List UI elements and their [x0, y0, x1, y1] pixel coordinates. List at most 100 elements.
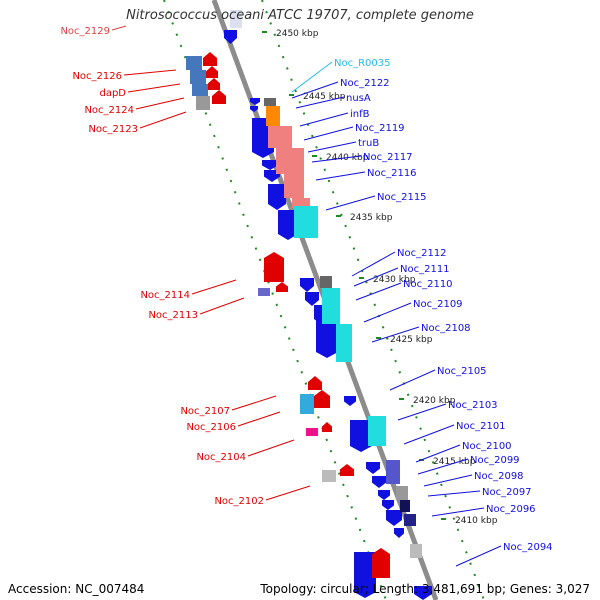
right-gene-label: Noc_2098: [474, 471, 524, 482]
cog-block: [196, 96, 210, 110]
label-leader: [363, 302, 412, 323]
gene-features: [186, 10, 432, 600]
left-gene-label: Noc_2102: [214, 496, 264, 507]
label-leader: [295, 96, 345, 109]
right-gene-label: infB: [350, 109, 370, 120]
label-leader: [415, 444, 461, 463]
right-gene-label: Noc_R0035: [334, 58, 391, 69]
label-leader: [139, 111, 187, 129]
reverse-gene-arrow: [250, 98, 260, 105]
label-leader: [427, 490, 481, 497]
cog-block: [368, 416, 386, 446]
reverse-gene-arrow: [394, 528, 404, 538]
reverse-gene-arrow: [250, 106, 258, 112]
cog-block: [230, 10, 242, 28]
forward-gene-arrow: [308, 376, 322, 390]
right-gene-label: Noc_2105: [437, 366, 487, 377]
cog-block: [266, 106, 280, 126]
label-leader: [299, 112, 349, 127]
label-leader: [371, 326, 420, 343]
label-leader: [135, 97, 185, 110]
right-gene-label: truB: [358, 138, 379, 149]
left-gene-label: dapD: [99, 88, 126, 99]
right-gene-label: nusA: [346, 93, 371, 104]
label-leader-lines: [111, 25, 502, 567]
reverse-gene-arrow: [382, 500, 394, 510]
right-gene-label: Noc_2096: [486, 504, 536, 515]
left-gene-label: Noc_2124: [84, 105, 134, 116]
map-title: Nitrosococcus oceani ATCC 19707, complet…: [126, 8, 474, 23]
right-gene-label: Noc_2116: [367, 168, 417, 179]
label-leader: [291, 61, 333, 93]
forward-gene-arrow: [340, 464, 354, 476]
left-gene-label: Noc_2106: [186, 422, 236, 433]
label-leader: [423, 474, 473, 487]
left-gene-label: Noc_2107: [180, 406, 230, 417]
label-leader: [265, 485, 311, 501]
left-gene-label: Noc_2114: [140, 290, 190, 301]
label-leader: [231, 395, 277, 411]
cog-block: [396, 486, 408, 500]
right-gene-label: Noc_2097: [482, 487, 532, 498]
cog-block: [258, 288, 270, 296]
right-gene-label: Noc_2122: [340, 78, 390, 89]
label-leader: [123, 69, 177, 76]
reverse-gene-arrow: [366, 462, 380, 474]
cog-block: [264, 98, 276, 106]
scale-label: 2445 kbp: [303, 92, 346, 102]
right-gene-label: Noc_2103: [448, 400, 498, 411]
cog-block: [306, 428, 318, 436]
cog-block: [292, 198, 310, 208]
right-gene-label: Noc_2119: [355, 123, 405, 134]
forward-gene-arrow: [264, 252, 284, 282]
scale-label: 2425 kbp: [390, 335, 433, 345]
right-gene-label: Noc_2101: [456, 421, 506, 432]
label-leader: [325, 195, 376, 211]
left-gene-label: Noc_2113: [148, 310, 198, 321]
label-leader: [247, 439, 295, 457]
label-leader: [303, 126, 354, 141]
label-leader: [127, 83, 181, 93]
reverse-gene-arrow: [224, 30, 237, 44]
label-leader: [111, 25, 127, 31]
right-gene-label: Noc_2112: [397, 248, 447, 259]
forward-gene-arrow: [212, 90, 226, 104]
cog-block: [300, 394, 314, 414]
cog-block: [410, 544, 422, 558]
label-leader: [355, 282, 402, 301]
reverse-gene-arrow: [350, 420, 372, 452]
label-leader: [417, 458, 469, 475]
right-gene-label: Noc_2099: [470, 455, 520, 466]
label-leader: [307, 141, 357, 153]
left-gene-label: Noc_2126: [72, 71, 122, 82]
reverse-gene-arrow: [300, 278, 314, 292]
label-leader: [311, 155, 362, 163]
scale-label: 2415 kbp: [433, 457, 476, 467]
right-gene-label: Noc_2111: [400, 264, 450, 275]
right-gene-label: Noc_2117: [363, 152, 413, 163]
left-gene-label: Noc_2129: [60, 26, 110, 37]
reverse-gene-arrow: [354, 552, 376, 598]
label-leader: [191, 279, 237, 295]
right-gene-label: Noc_2100: [462, 441, 512, 452]
forward-gene-arrow: [314, 390, 330, 408]
topology-text: Topology: circular; Length: 3,481,691 bp…: [260, 582, 590, 596]
cog-block: [186, 56, 202, 70]
right-gene-label: Noc_2110: [403, 279, 453, 290]
reverse-gene-arrow: [378, 490, 390, 500]
reverse-gene-arrow: [262, 160, 278, 170]
label-leader: [397, 403, 447, 421]
forward-gene-arrow: [322, 422, 332, 432]
cog-block: [400, 500, 410, 512]
scale-label: 2420 kbp: [413, 396, 456, 406]
right-gene-label: Noc_2108: [421, 323, 471, 334]
scale-label: 2435 kbp: [350, 213, 393, 223]
right-gene-label: Noc_2115: [377, 192, 427, 203]
label-leader: [291, 81, 339, 99]
cog-block: [268, 126, 292, 148]
cog-block: [322, 470, 336, 482]
reverse-gene-arrow: [414, 586, 432, 600]
label-leader: [351, 251, 396, 277]
forward-gene-arrow: [276, 282, 288, 292]
left-gene-label: Noc_2104: [196, 452, 246, 463]
